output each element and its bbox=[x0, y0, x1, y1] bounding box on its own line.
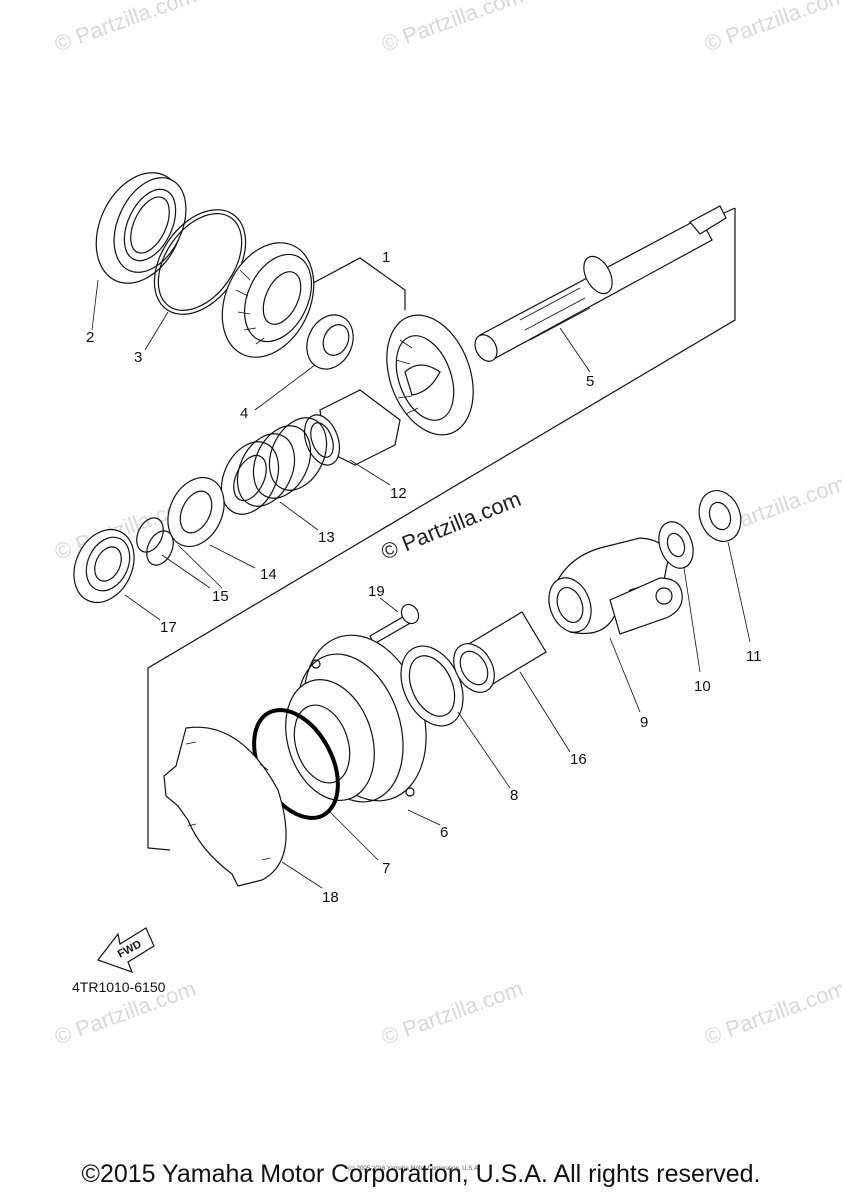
yoke-part-9 bbox=[548, 537, 683, 713]
watermark: © Partzilla.com bbox=[51, 0, 199, 57]
bolt-part-19 bbox=[369, 597, 420, 645]
callout-9: 9 bbox=[640, 714, 648, 731]
callout-7: 7 bbox=[382, 860, 390, 877]
callout-14: 14 bbox=[260, 566, 277, 583]
collar-part-16 bbox=[453, 611, 571, 753]
shaft-part-12 bbox=[303, 389, 401, 486]
clips-part-15 bbox=[136, 517, 223, 589]
bevel-gear-left bbox=[221, 242, 315, 358]
bearing-part-2 bbox=[91, 172, 187, 331]
callout-labels: 1 2 3 4 5 6 7 8 9 10 11 12 13 14 15 16 1… bbox=[86, 249, 762, 906]
callout-16: 16 bbox=[570, 751, 587, 768]
callout-4: 4 bbox=[240, 405, 248, 422]
bearing-part-17 bbox=[73, 528, 161, 621]
callout-2: 2 bbox=[86, 329, 94, 346]
watermark: © Partzilla.com bbox=[701, 976, 842, 1050]
watermark: © Partzilla.com bbox=[378, 976, 526, 1050]
callout-8: 8 bbox=[510, 787, 518, 804]
gasket-part-18 bbox=[163, 726, 323, 889]
watermark: © Partzilla.com bbox=[701, 0, 842, 57]
copyright-notice: ©2015 Yamaha Motor Corporation, U.S.A. A… bbox=[81, 1160, 761, 1188]
callout-5: 5 bbox=[586, 373, 594, 390]
nut-part-11 bbox=[698, 490, 751, 643]
nut-part-4 bbox=[254, 314, 354, 411]
callout-11: 11 bbox=[746, 648, 762, 665]
callout-1: 1 bbox=[382, 249, 390, 266]
callout-19: 19 bbox=[368, 583, 385, 600]
callout-15: 15 bbox=[212, 588, 229, 605]
spring-part-13 bbox=[220, 417, 328, 531]
callout-18: 18 bbox=[322, 889, 339, 906]
seal-part-8 bbox=[400, 645, 511, 789]
diagram-code: 4TR1010-6150 bbox=[72, 979, 166, 995]
callout-17: 17 bbox=[160, 619, 177, 636]
callout-13: 13 bbox=[318, 529, 335, 546]
callout-10: 10 bbox=[694, 678, 711, 695]
callout-3: 3 bbox=[134, 349, 142, 366]
fwd-arrow: FWD bbox=[97, 927, 155, 974]
watermark: © Partzilla.com bbox=[378, 0, 526, 57]
washer-part-14 bbox=[167, 476, 256, 569]
callout-6: 6 bbox=[440, 824, 448, 841]
washer-part-10 bbox=[658, 521, 701, 673]
shaft-part-5 bbox=[474, 205, 727, 373]
bevel-gear-center bbox=[386, 314, 474, 436]
callout-12: 12 bbox=[390, 485, 407, 502]
fine-print: (c) 2005-2016 Yamaha Motor Corporation, … bbox=[348, 1166, 480, 1172]
